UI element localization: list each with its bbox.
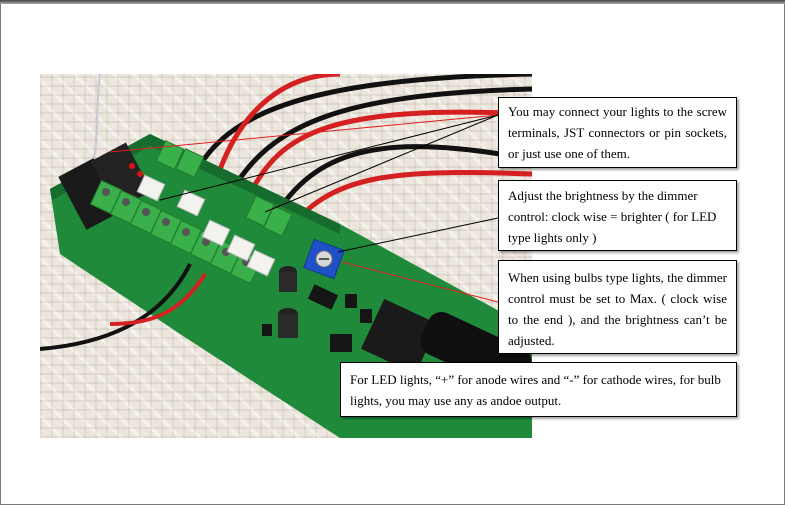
callout-terminals: You may connect your lights to the screw…	[498, 97, 737, 168]
dimmer-potentiometer	[303, 238, 345, 280]
frame-top-edge	[0, 0, 785, 4]
pin-header	[58, 142, 152, 230]
callout-dimmer: Adjust the brightness by the dimmer cont…	[498, 180, 737, 251]
black-wire	[40, 263, 192, 351]
capacitors	[278, 266, 298, 338]
callout-polarity-text: For LED lights, “+” for anode wires and …	[350, 372, 721, 408]
red-wire	[109, 272, 207, 326]
jst-connectors	[136, 174, 276, 277]
callout-dimmer-text: Adjust the brightness by the dimmer cont…	[508, 188, 717, 245]
callout-bulbs-text: When using bulbs type lights, the dimmer…	[508, 270, 727, 348]
callout-polarity: For LED lights, “+” for anode wires and …	[340, 362, 737, 417]
callout-terminals-text: You may connect your lights to the screw…	[508, 104, 727, 161]
callout-bulbs: When using bulbs type lights, the dimmer…	[498, 260, 737, 354]
